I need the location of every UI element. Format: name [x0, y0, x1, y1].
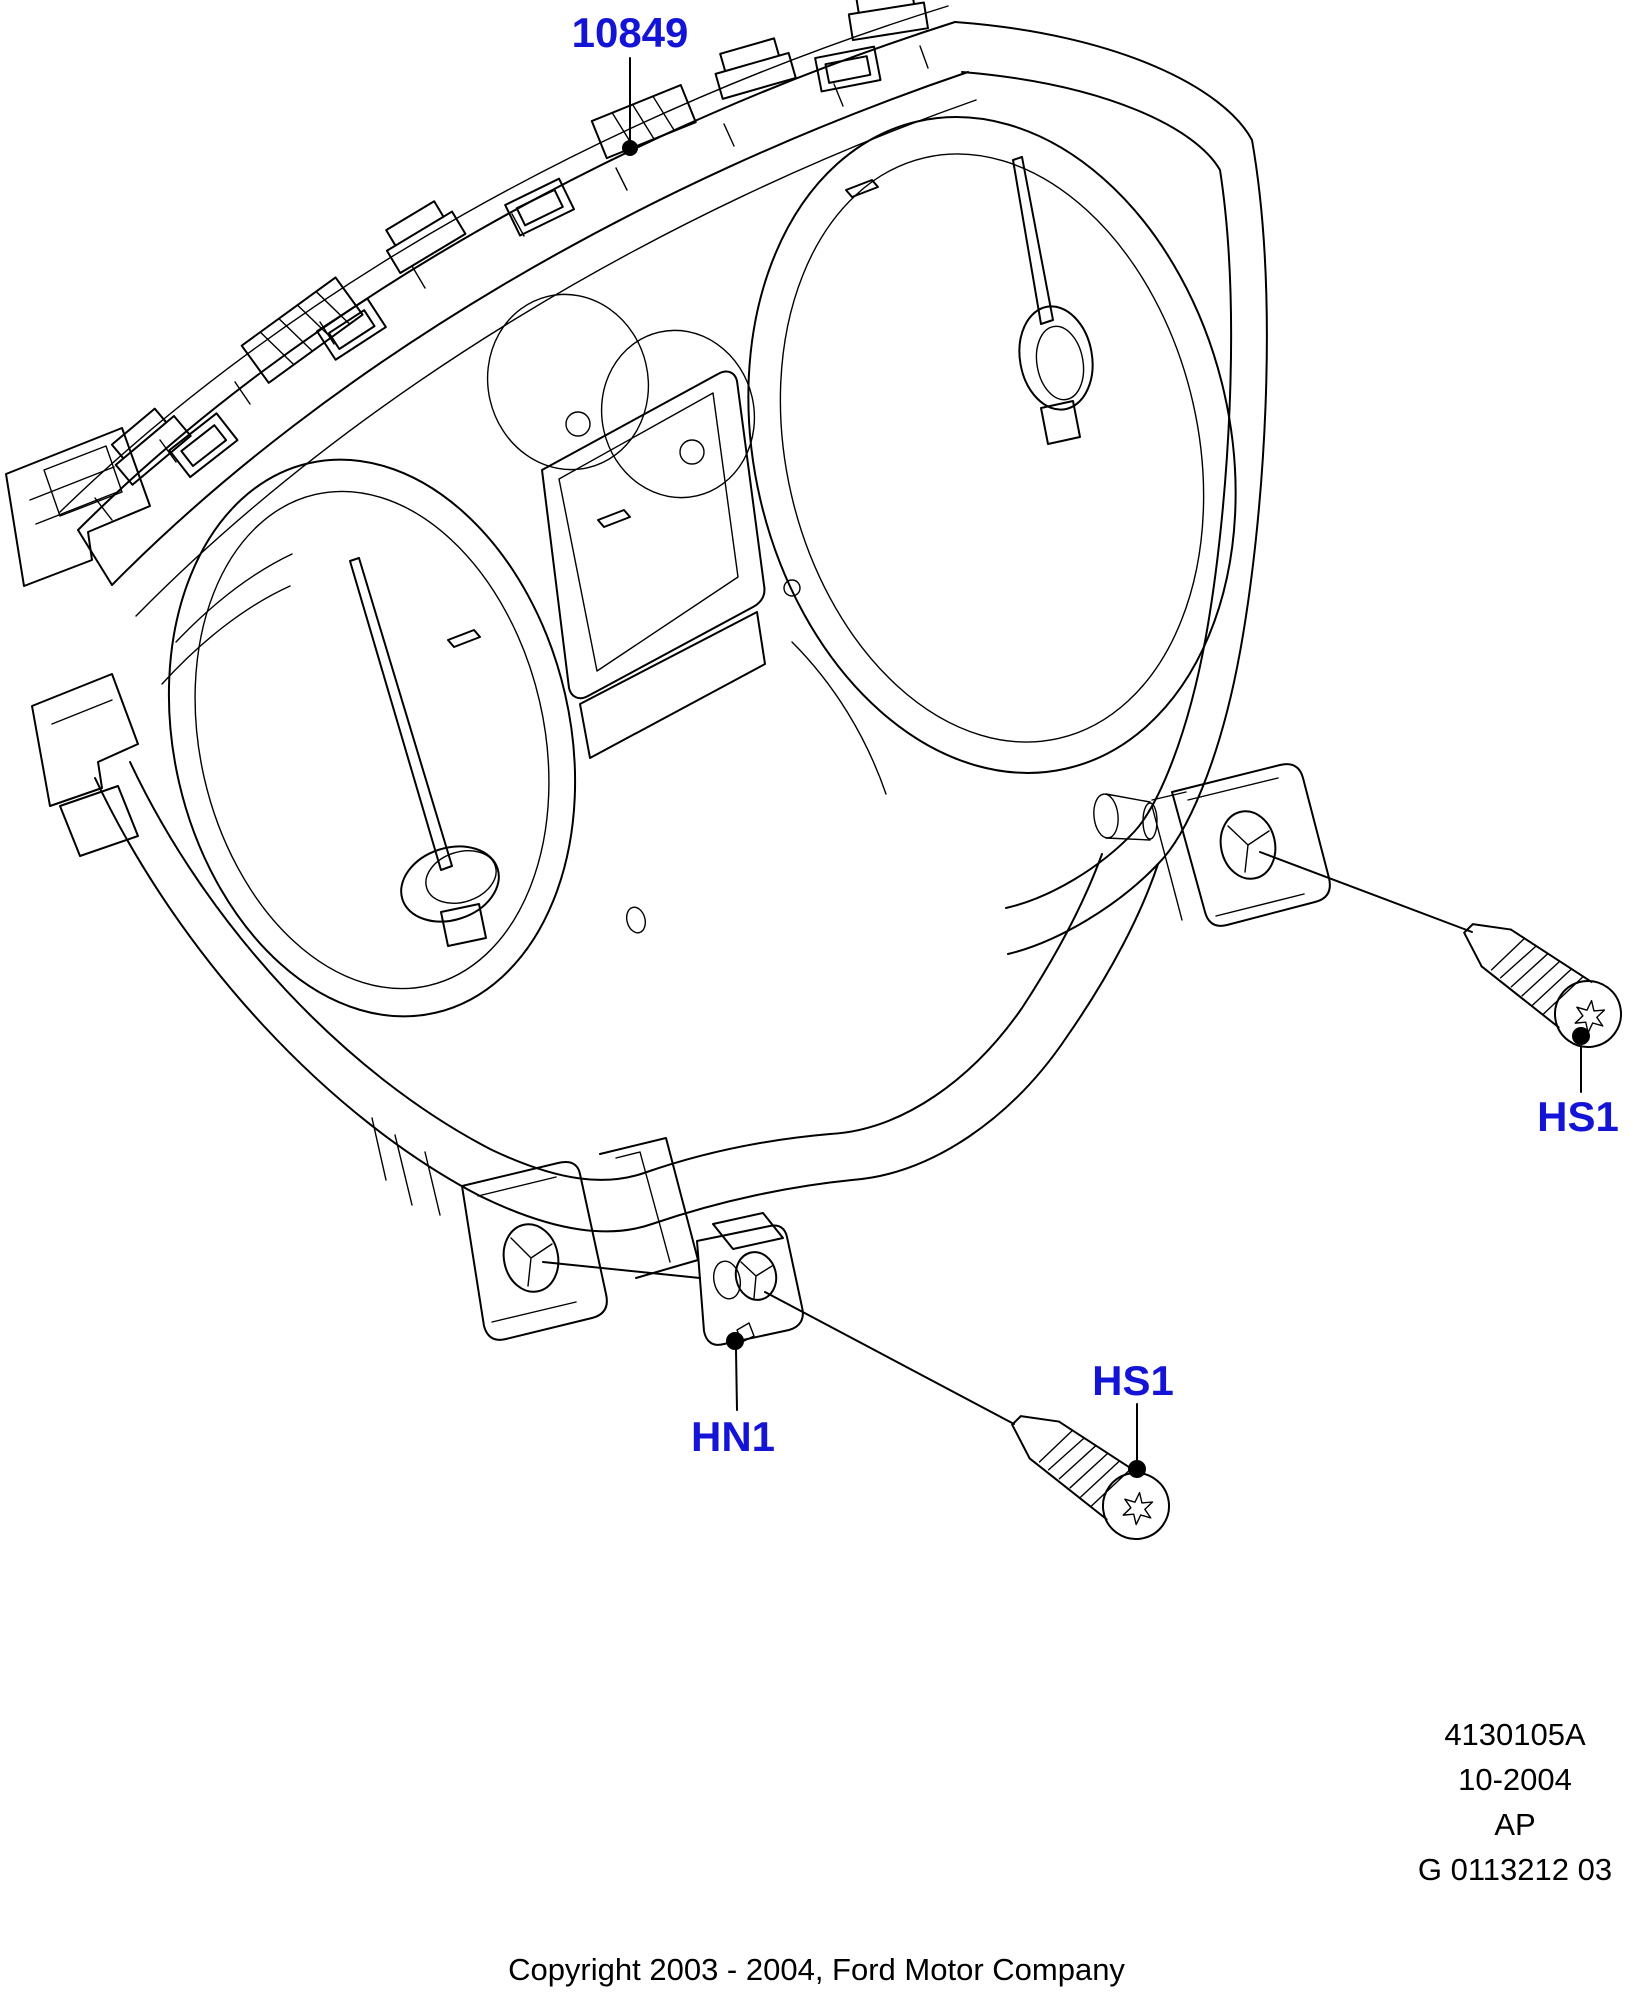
clip-tab [847, 0, 929, 42]
clip-tab [714, 37, 797, 100]
left-connector-blocks [5, 427, 151, 857]
plate-drawing-ref: G 0113212 03 [1417, 1852, 1613, 1887]
needle-left [349, 557, 500, 947]
bracket-bottom-left [461, 1137, 699, 1341]
callout-cluster-part-number: 10849 [571, 9, 689, 56]
housing-top-band [59, 0, 977, 617]
gauge-small-left [486, 293, 650, 471]
gauge-small-right [600, 329, 756, 499]
center-display [541, 370, 801, 934]
gauge-left [167, 458, 577, 1018]
screw-hs1-bottom-drawing [995, 1391, 1184, 1554]
plate-date: 10-2004 [1458, 1762, 1572, 1797]
needle-right [1012, 156, 1094, 445]
drawing-reference-plate: 4130105A 10-2004 AP G 0113212 03 [1375, 1712, 1633, 1892]
clip-tab [385, 200, 467, 274]
leader-lines [542, 57, 1582, 1461]
bottom-edge [94, 553, 1159, 1233]
clip-nut-drawing [696, 1212, 804, 1346]
callout-screw-right: HS1 [1537, 1093, 1619, 1140]
chevron-marks [447, 179, 879, 648]
right-bezel [954, 21, 1268, 955]
ribbed-block [590, 84, 697, 160]
copyright-notice: Copyright 2003 - 2004, Ford Motor Compan… [508, 1952, 1125, 1987]
callout-dots [622, 140, 1590, 1478]
callout-screw-bottom: HS1 [1092, 1357, 1174, 1404]
plate-part-number: 4130105A [1444, 1717, 1586, 1752]
gauge-right [747, 116, 1237, 774]
plate-code: AP [1494, 1807, 1536, 1842]
bracket-right [1151, 763, 1331, 927]
ribbed-block [240, 276, 364, 384]
callout-clip-nut: HN1 [690, 1413, 776, 1460]
trip-reset-knob [1093, 793, 1158, 841]
screw-hs1-right-drawing [1447, 899, 1633, 1062]
